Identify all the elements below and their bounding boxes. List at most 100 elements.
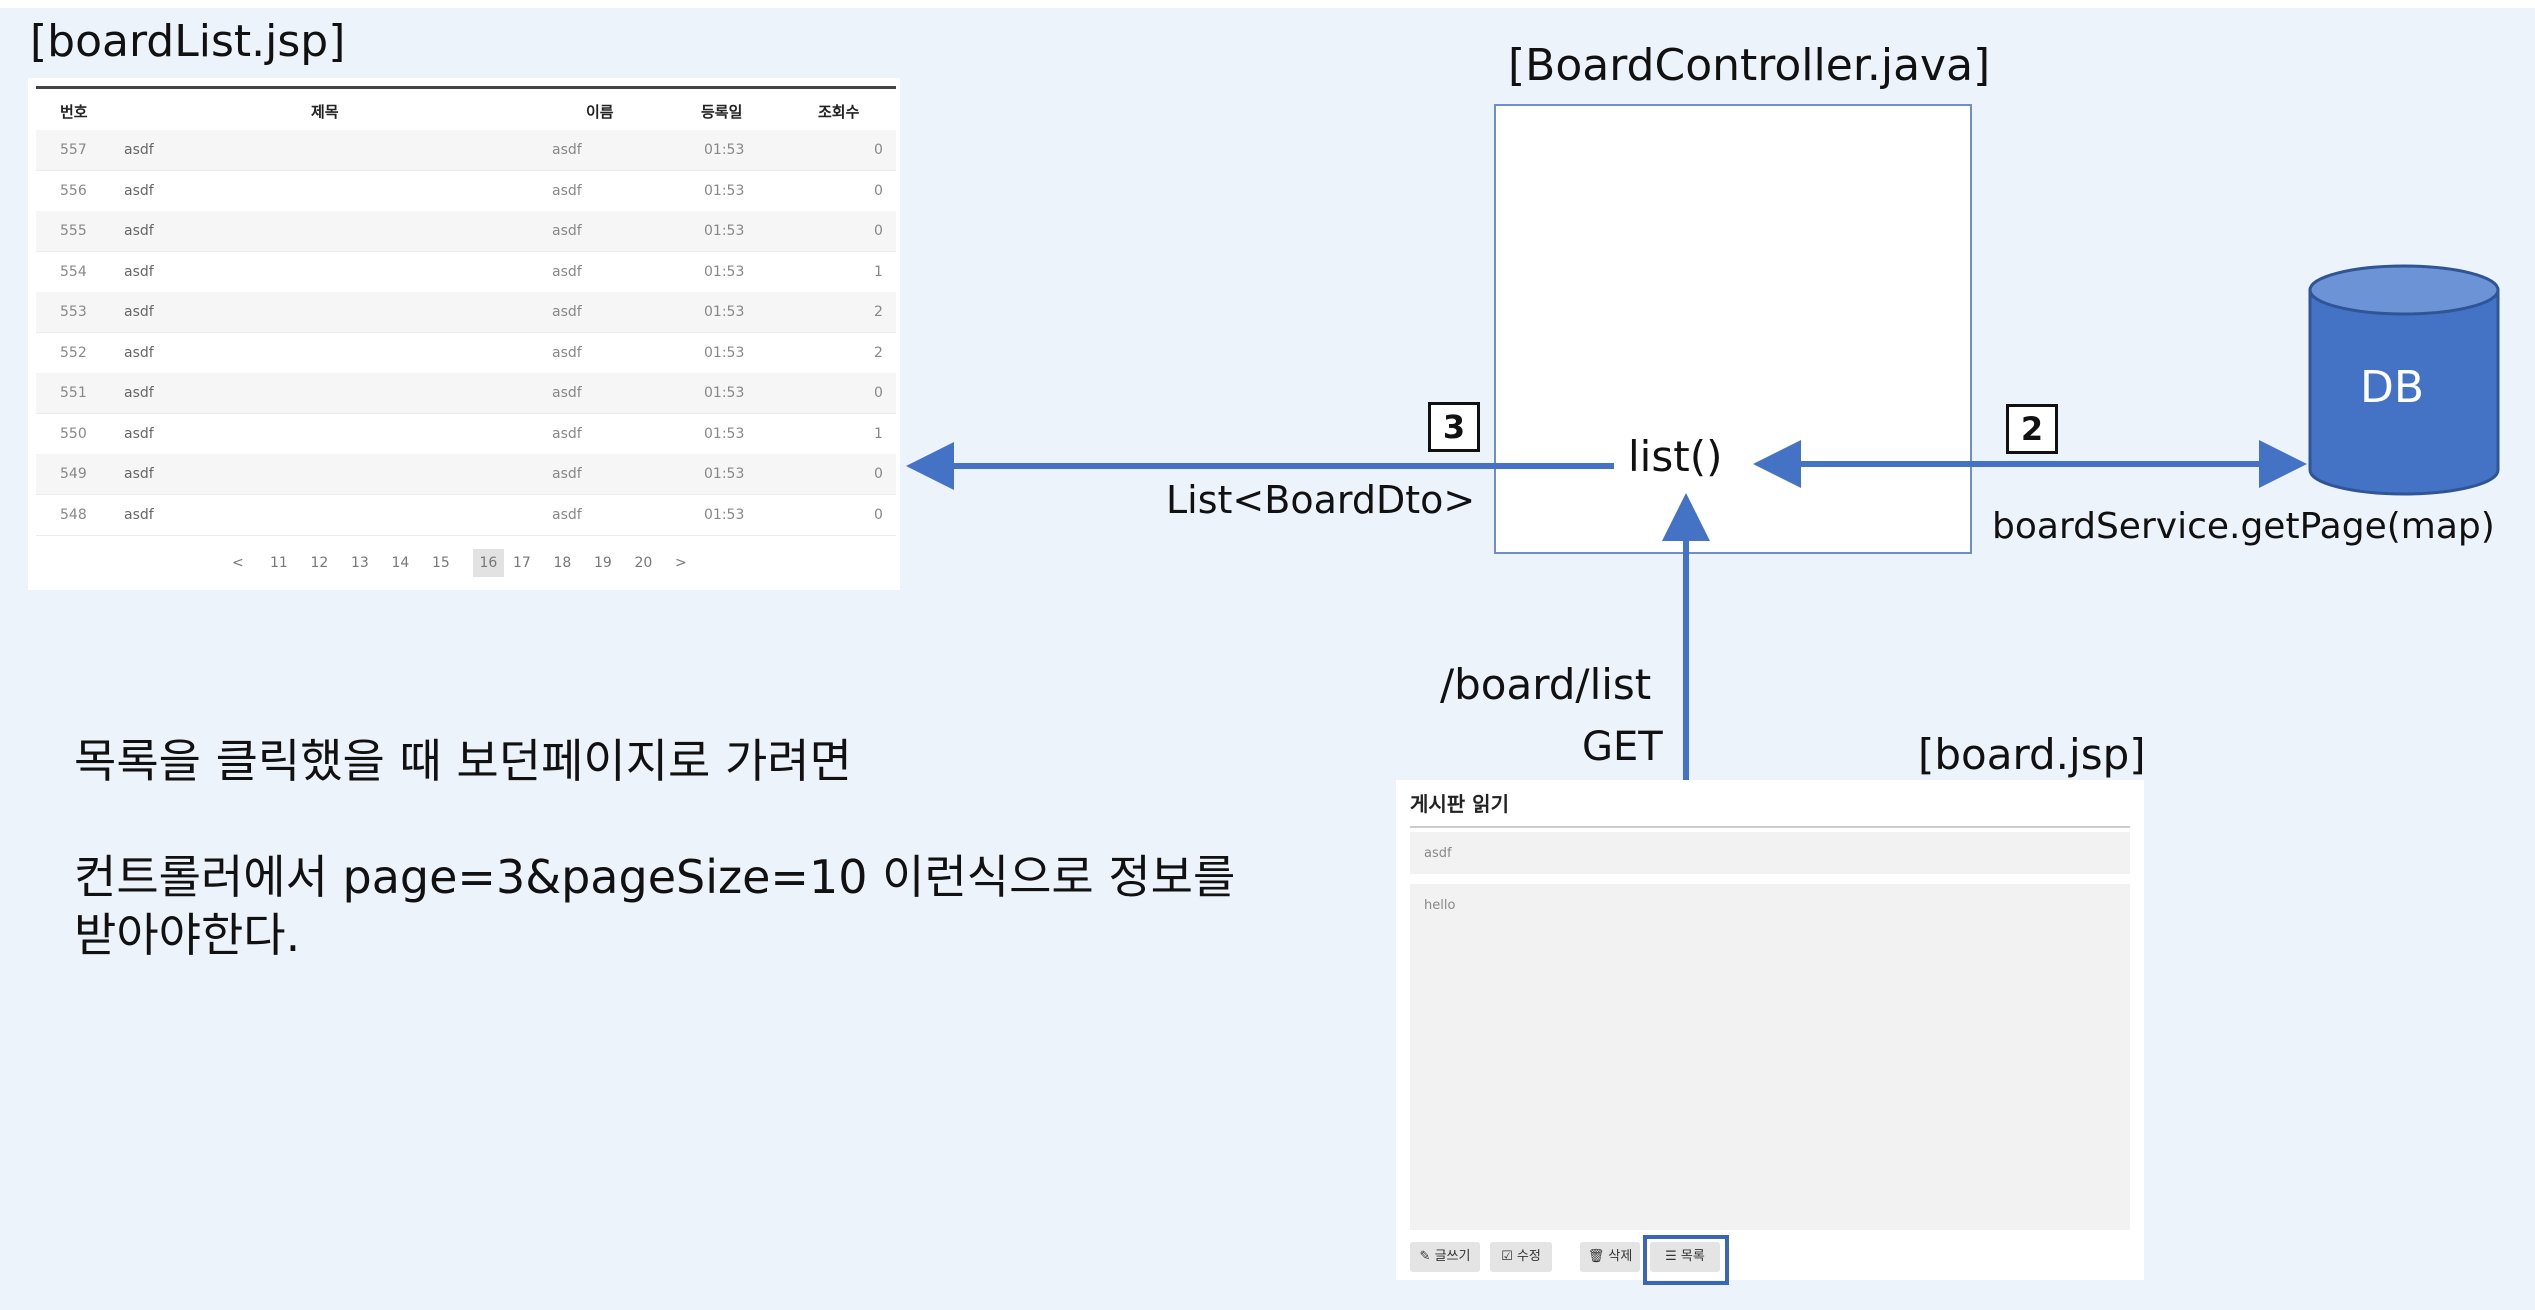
note-line-2: 컨트롤러에서 page=3&pageSize=10 이런식으로 정보를 bbox=[74, 850, 1236, 904]
page-link[interactable]: 11 bbox=[270, 555, 288, 571]
next-page-link[interactable]: > bbox=[675, 555, 687, 571]
page-link[interactable]: 13 bbox=[351, 555, 369, 571]
delete-button[interactable]: 🗑 삭제 bbox=[1580, 1242, 1640, 1272]
board-view-title: [board.jsp] bbox=[1918, 730, 2146, 779]
cell-name: asdf bbox=[552, 182, 582, 199]
note-line-3: 받아야한다. bbox=[74, 908, 301, 962]
cell-name: asdf bbox=[552, 223, 582, 239]
cell-no: 549 bbox=[60, 466, 87, 482]
request-path-label: /board/list bbox=[1440, 660, 1652, 709]
request-method-label: GET bbox=[1582, 724, 1663, 770]
cell-name: asdf bbox=[552, 506, 582, 523]
prev-page-link[interactable]: < bbox=[232, 555, 244, 571]
cell-views: 0 bbox=[874, 142, 883, 158]
table-row[interactable]: 553 asdf asdf 01:53 2 bbox=[36, 292, 896, 333]
top-band bbox=[0, 0, 2535, 8]
edit-button[interactable]: ☑ 수정 bbox=[1490, 1242, 1552, 1272]
cell-views: 1 bbox=[874, 425, 883, 442]
page-link[interactable]: 16 bbox=[472, 549, 505, 577]
table-row[interactable]: 548 asdf asdf 01:53 0 bbox=[36, 495, 896, 536]
step-3-marker: 3 bbox=[1428, 402, 1480, 452]
note-line-1: 목록을 클릭했을 때 보던페이지로 가려면 bbox=[74, 734, 852, 788]
cell-no: 548 bbox=[60, 506, 87, 523]
cell-no: 552 bbox=[60, 344, 87, 361]
header-date: 등록일 bbox=[701, 103, 743, 121]
page-link[interactable]: 14 bbox=[391, 555, 410, 571]
cell-date: 01:53 bbox=[704, 223, 745, 239]
cell-date: 01:53 bbox=[704, 385, 745, 401]
cell-title: asdf bbox=[124, 304, 154, 320]
page-link[interactable]: 20 bbox=[634, 555, 653, 571]
cell-views: 0 bbox=[874, 466, 883, 482]
service-call-label: boardService.getPage(map) bbox=[1992, 506, 2495, 547]
cell-date: 01:53 bbox=[704, 506, 745, 523]
cell-no: 557 bbox=[60, 142, 87, 158]
cell-title: asdf bbox=[124, 385, 154, 401]
cell-title: asdf bbox=[124, 263, 154, 280]
cell-title: asdf bbox=[124, 506, 154, 523]
header-title: 제목 bbox=[311, 103, 339, 121]
page-link[interactable]: 18 bbox=[553, 555, 572, 571]
page-link[interactable]: 17 bbox=[513, 555, 531, 571]
board-read-heading: 게시판 읽기 bbox=[1410, 792, 1509, 816]
cell-views: 1 bbox=[874, 263, 883, 280]
cell-date: 01:53 bbox=[704, 466, 745, 482]
cell-date: 01:53 bbox=[704, 142, 745, 158]
header-views: 조회수 bbox=[818, 103, 860, 121]
page-link[interactable]: 15 bbox=[432, 555, 450, 571]
db-body bbox=[2308, 288, 2500, 496]
list-button-highlight bbox=[1643, 1235, 1729, 1285]
cell-name: asdf bbox=[552, 466, 582, 482]
table-row[interactable]: 555 asdf asdf 01:53 0 bbox=[36, 211, 896, 252]
title-field[interactable]: asdf bbox=[1410, 832, 2130, 874]
table-row[interactable]: 551 asdf asdf 01:53 0 bbox=[36, 373, 896, 414]
cell-date: 01:53 bbox=[704, 182, 745, 199]
table-row[interactable]: 557 asdf asdf 01:53 0 bbox=[36, 130, 896, 171]
cell-name: asdf bbox=[552, 385, 582, 401]
cell-name: asdf bbox=[552, 304, 582, 320]
cell-views: 2 bbox=[874, 304, 883, 320]
cell-title: asdf bbox=[124, 466, 154, 482]
cell-title: asdf bbox=[124, 425, 154, 442]
cell-no: 556 bbox=[60, 182, 87, 199]
cell-views: 0 bbox=[874, 385, 883, 401]
cell-name: asdf bbox=[552, 263, 582, 280]
cell-name: asdf bbox=[552, 344, 582, 361]
board-view-panel: 게시판 읽기 asdf hello ✎ 글쓰기 ☑ 수정 🗑 삭제 ☰ 목록 bbox=[1396, 780, 2144, 1280]
cell-no: 553 bbox=[60, 304, 87, 320]
header-name: 이름 bbox=[586, 103, 614, 121]
cell-date: 01:53 bbox=[704, 304, 745, 320]
cell-name: asdf bbox=[552, 142, 582, 158]
db-label: DB bbox=[2360, 362, 2425, 413]
table-row[interactable]: 549 asdf asdf 01:53 0 bbox=[36, 454, 896, 495]
cell-no: 551 bbox=[60, 385, 87, 401]
board-list-title: [boardList.jsp] bbox=[30, 16, 346, 67]
content-value: hello bbox=[1424, 898, 1456, 913]
cell-no: 555 bbox=[60, 223, 87, 239]
content-area[interactable]: hello bbox=[1410, 884, 2130, 1230]
cell-views: 0 bbox=[874, 506, 883, 523]
divider bbox=[1410, 826, 2130, 828]
cell-name: asdf bbox=[552, 425, 582, 442]
cell-date: 01:53 bbox=[704, 425, 745, 442]
title-field-value: asdf bbox=[1424, 846, 1452, 861]
write-button[interactable]: ✎ 글쓰기 bbox=[1410, 1242, 1480, 1272]
cell-views: 0 bbox=[874, 182, 883, 199]
page-link[interactable]: 19 bbox=[594, 555, 612, 571]
list-method: list() bbox=[1628, 432, 1723, 481]
cell-title: asdf bbox=[124, 344, 154, 361]
cell-title: asdf bbox=[124, 142, 154, 158]
cell-date: 01:53 bbox=[704, 263, 745, 280]
cell-title: asdf bbox=[124, 182, 154, 199]
cell-date: 01:53 bbox=[704, 344, 745, 361]
cell-no: 550 bbox=[60, 425, 87, 442]
list-button[interactable]: ☰ 목록 bbox=[1650, 1242, 1720, 1272]
pagination: <11 12 13 14 15 16 17 18 19 20 > bbox=[0, 545, 900, 585]
cell-views: 0 bbox=[874, 223, 883, 239]
page-link[interactable]: 12 bbox=[310, 555, 329, 571]
cell-title: asdf bbox=[124, 223, 154, 239]
cell-no: 554 bbox=[60, 263, 87, 280]
return-type-label: List<BoardDto> bbox=[1166, 478, 1476, 522]
controller-title: [BoardController.java] bbox=[1508, 40, 1991, 91]
